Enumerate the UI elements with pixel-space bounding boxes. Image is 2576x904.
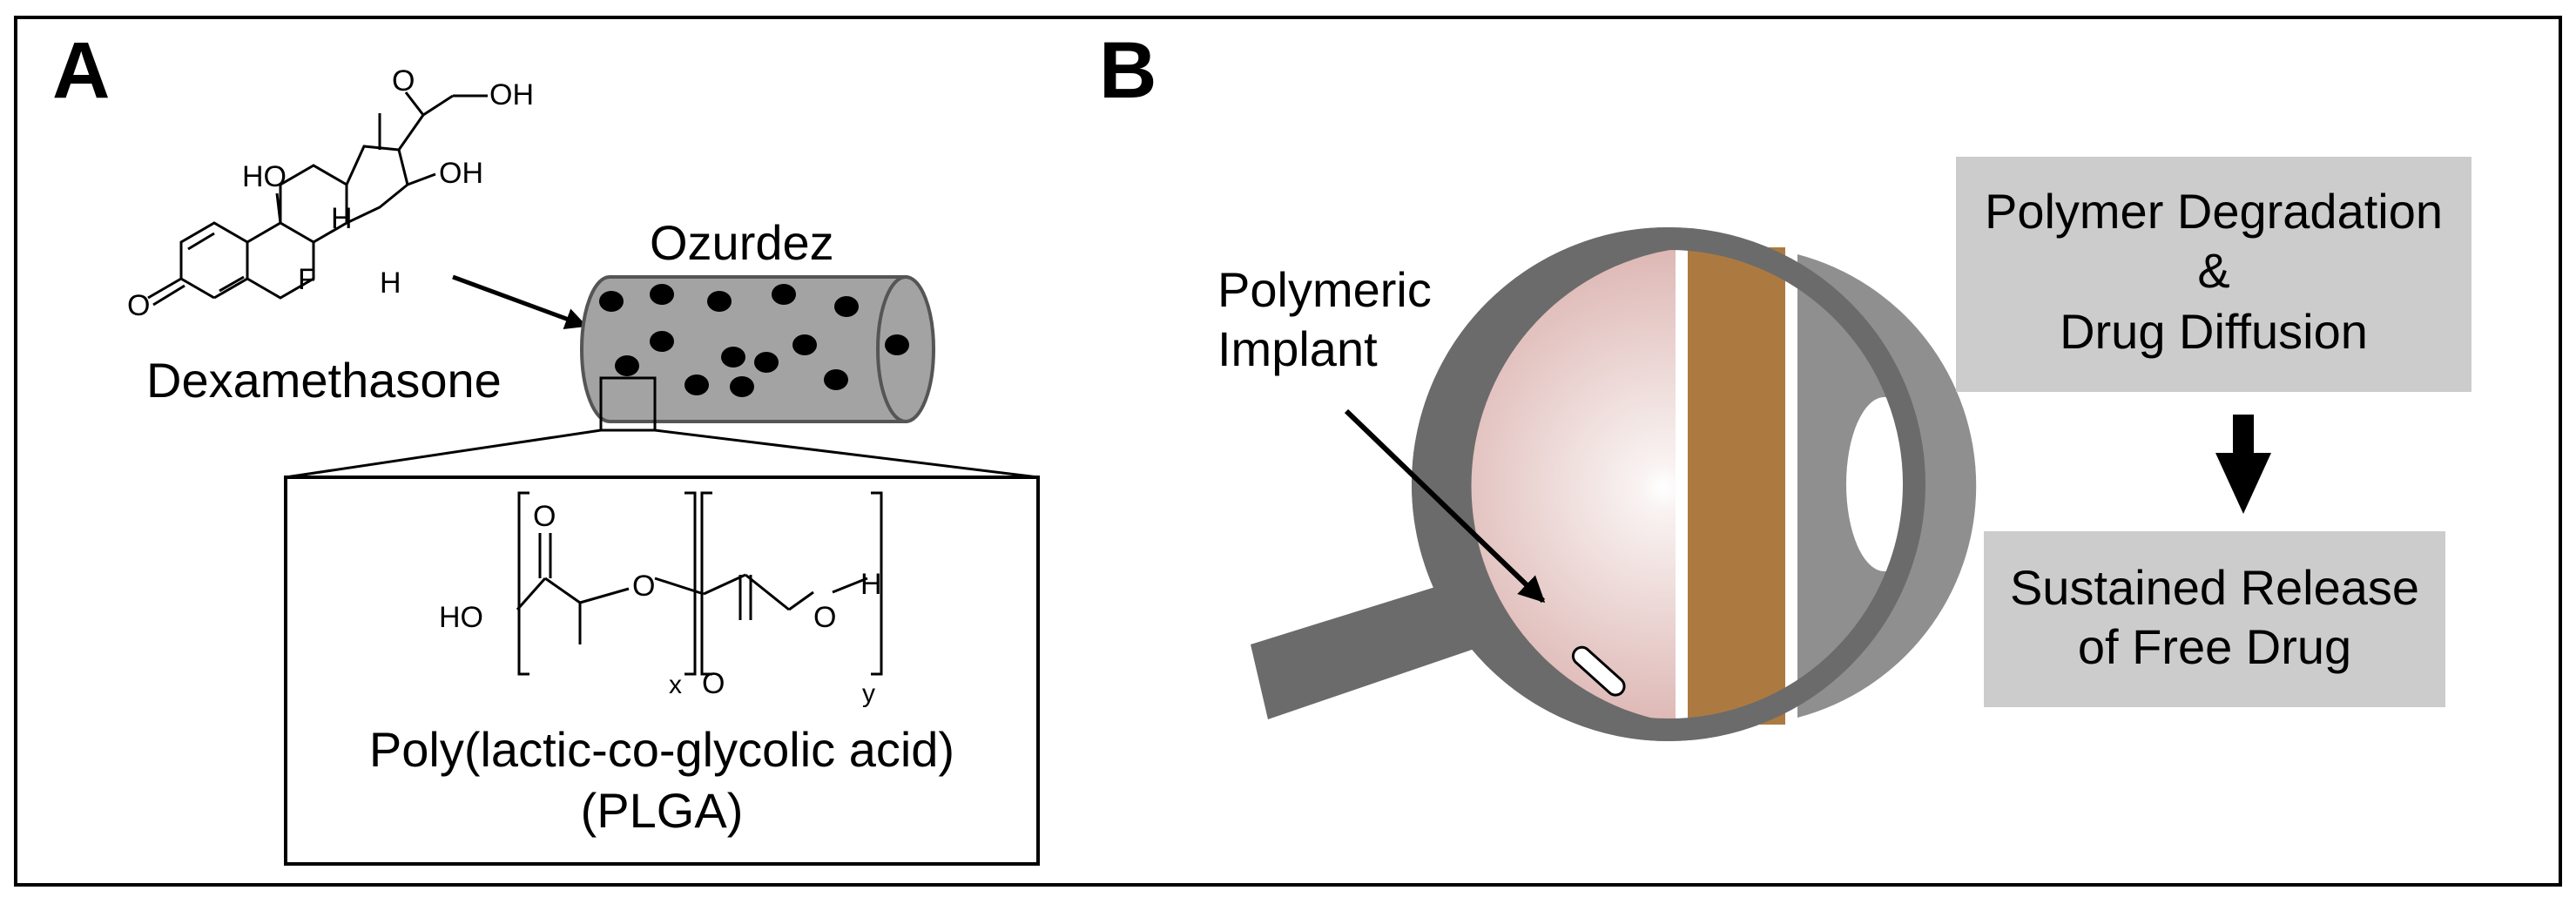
polymer-name-label: Poly(lactic-co-glycolic acid) xyxy=(369,722,954,777)
implant-label-line2: Implant xyxy=(1217,321,1378,376)
dex-h1: H xyxy=(331,202,353,235)
panel-b-letter: B xyxy=(1099,26,1157,115)
process-box-1-line2: & xyxy=(2197,243,2229,298)
dex-o-sidechain: O xyxy=(392,64,415,98)
implant-drug-dot xyxy=(792,334,817,355)
implant-drug-dot xyxy=(707,291,732,312)
zoom-line-left xyxy=(285,428,602,479)
process-box-release xyxy=(1984,531,2445,707)
dex-keto-bond-2 xyxy=(152,284,185,307)
plga-o-end: O xyxy=(813,601,836,634)
plga-o-carbonyl-bottom: O xyxy=(702,667,725,700)
dexamethasone-structure xyxy=(179,91,488,300)
eyeball xyxy=(1412,227,1977,741)
implant-drug-dot xyxy=(650,284,674,305)
plga-o-ester: O xyxy=(632,570,655,603)
plga-o-carbonyl-top: O xyxy=(533,500,556,533)
plga-h: H xyxy=(860,568,882,601)
implant-drug-dot xyxy=(834,296,859,317)
implant-drug-dot xyxy=(721,347,745,368)
dex-f: F xyxy=(298,263,316,296)
polymer-abbrev-label: (PLGA) xyxy=(581,783,744,838)
figure-frame xyxy=(14,16,2562,887)
plga-ho: HO xyxy=(439,601,483,634)
implant-drug-dot xyxy=(684,374,709,395)
panel-b: B Polymeric Implant xyxy=(1099,26,2471,741)
dex-oh-side: OH xyxy=(439,157,483,190)
zoom-line-right xyxy=(654,428,1039,479)
dex-h2: H xyxy=(380,266,401,300)
process-box-2-line1: Sustained Release xyxy=(2010,560,2419,615)
implant-drug-dot xyxy=(615,355,639,376)
process-down-arrow xyxy=(2215,415,2271,514)
drug-name-label: Dexamethasone xyxy=(146,353,502,408)
implant-drug-dot xyxy=(599,291,624,312)
plga-y: y xyxy=(862,679,875,708)
plga-x: x xyxy=(669,671,682,699)
process-box-1-line1: Polymer Degradation xyxy=(1985,184,2443,239)
implant-name-label: Ozurdez xyxy=(650,215,834,270)
panel-a: A O HO F H H xyxy=(52,26,1040,866)
implant-in-eye xyxy=(1571,645,1626,697)
dex-o-keto: O xyxy=(127,289,150,322)
zoom-region xyxy=(599,376,657,432)
implant-drug-dot xyxy=(650,331,674,352)
process-box-1-line3: Drug Diffusion xyxy=(2060,304,2368,359)
process-box-degradation xyxy=(1956,157,2471,392)
implant-drug-dot xyxy=(885,334,909,355)
optic-nerve xyxy=(1251,578,1477,719)
dex-oh-top: OH xyxy=(489,78,534,111)
implant-label-line1: Polymeric xyxy=(1217,262,1432,317)
dex-ho: HO xyxy=(242,160,287,193)
process-box-2-line2: of Free Drug xyxy=(2078,619,2351,674)
plga-structure xyxy=(516,491,883,676)
implant-drug-dot xyxy=(772,284,796,305)
implant-drug-dot xyxy=(754,352,779,373)
dex-keto-bond xyxy=(147,277,182,300)
plga-box xyxy=(284,476,1040,866)
implant-drug-dot xyxy=(730,376,754,397)
panel-a-letter: A xyxy=(52,26,110,115)
drug-to-implant-arrow xyxy=(452,274,588,329)
implant-drug-dot xyxy=(824,369,848,390)
lens-band xyxy=(1688,247,1785,725)
ozurdez-implant xyxy=(580,275,935,423)
implant-pointer-arrow xyxy=(1344,408,1546,604)
